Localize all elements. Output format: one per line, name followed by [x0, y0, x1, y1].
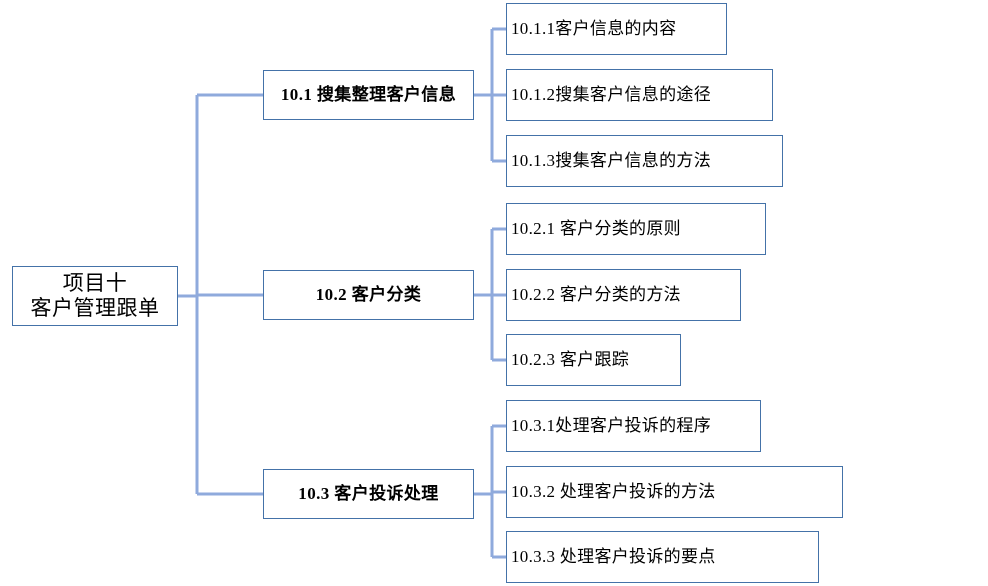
leaf-node-10-3-3[interactable]: 10.3.3 处理客户投诉的要点 — [506, 531, 819, 583]
leaf-node-10-2-3-label: 10.2.3 客户跟踪 — [511, 349, 630, 369]
branch-node-10-2[interactable]: 10.2 客户分类 — [263, 270, 474, 320]
root-node[interactable]: 项目十 客户管理跟单 — [12, 266, 178, 326]
leaf-node-10-2-3[interactable]: 10.2.3 客户跟踪 — [506, 334, 681, 386]
leaf-node-10-2-2-label: 10.2.2 客户分类的方法 — [511, 284, 681, 304]
leaf-node-10-1-2[interactable]: 10.1.2搜集客户信息的途径 — [506, 69, 773, 121]
leaf-node-10-3-1-label: 10.3.1处理客户投诉的程序 — [511, 415, 711, 435]
branch-node-10-2-label: 10.2 客户分类 — [315, 284, 422, 304]
branch-node-10-3-label: 10.3 客户投诉处理 — [298, 483, 439, 503]
leaf-node-10-3-3-label: 10.3.3 处理客户投诉的要点 — [511, 546, 716, 566]
leaf-node-10-2-1-label: 10.2.1 客户分类的原则 — [511, 218, 681, 238]
leaf-node-10-1-3[interactable]: 10.1.3搜集客户信息的方法 — [506, 135, 783, 187]
root-node-line-1: 项目十 — [62, 271, 128, 296]
root-node-line-2: 客户管理跟单 — [30, 296, 160, 320]
leaf-node-10-2-2[interactable]: 10.2.2 客户分类的方法 — [506, 269, 741, 321]
leaf-node-10-1-1[interactable]: 10.1.1客户信息的内容 — [506, 3, 727, 55]
leaf-node-10-2-1[interactable]: 10.2.1 客户分类的原则 — [506, 203, 766, 255]
leaf-node-10-1-1-label: 10.1.1客户信息的内容 — [511, 18, 677, 38]
branch-node-10-3[interactable]: 10.3 客户投诉处理 — [263, 469, 474, 519]
leaf-node-10-1-3-label: 10.1.3搜集客户信息的方法 — [511, 150, 711, 170]
branch-node-10-1-label: 10.1 搜集整理客户信息 — [280, 84, 457, 104]
leaf-node-10-1-2-label: 10.1.2搜集客户信息的途径 — [511, 84, 711, 104]
branch-node-10-1[interactable]: 10.1 搜集整理客户信息 — [263, 70, 474, 120]
leaf-node-10-3-2-label: 10.3.2 处理客户投诉的方法 — [511, 481, 716, 501]
leaf-node-10-3-1[interactable]: 10.3.1处理客户投诉的程序 — [506, 400, 761, 452]
leaf-node-10-3-2[interactable]: 10.3.2 处理客户投诉的方法 — [506, 466, 843, 518]
